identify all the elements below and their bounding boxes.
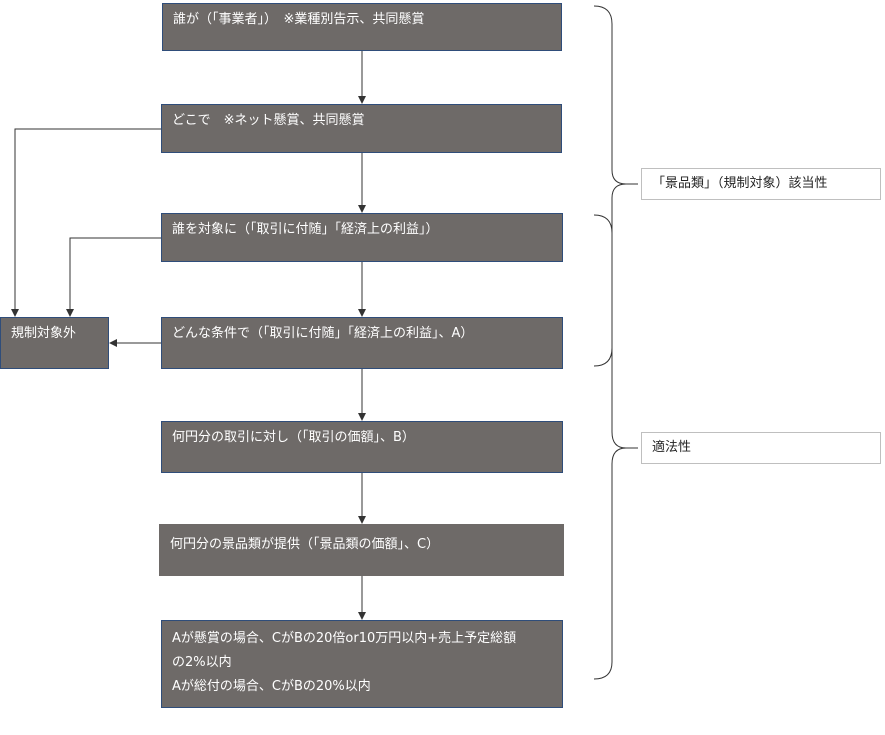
bracket-top [593,5,638,367]
flow-step-limits: Aが懸賞の場合、CがBの20倍or10万円以内+売上予定総額 の2%以内 Aが総… [161,620,563,708]
arrow-step2-to-excluded [11,128,161,317]
flow-step-target-text: 誰を対象に（「取引に付随」「経済上の利益」） [172,222,439,237]
bracket-bottom [593,214,638,680]
flow-step-target: 誰を対象に（「取引に付随」「経済上の利益」） [161,213,563,262]
flow-step-transaction-price-text: 何円分の取引に対し（「取引の価額」、B） [172,430,415,445]
excluded-box-text: 規制対象外 [11,326,77,341]
flow-step-premium-value-text: 何円分の景品類が提供（「景品類の価額」、C） [170,537,440,552]
flow-step-where: どこで ※ネット懸賞、共同懸賞 [161,104,562,153]
flow-step-condition-text: どんな条件で（「取引に付随」「経済上の利益」、A） [172,326,474,341]
flow-step-limits-line1: Aが懸賞の場合、CがBの20倍or10万円以内+売上予定総額 [172,631,517,646]
flow-step-who-text: 誰が（「事業者」） ※業種別告示、共同懸賞 [173,12,425,27]
flow-step-where-text: どこで ※ネット懸賞、共同懸賞 [172,113,365,128]
flow-step-limits-line2: の2%以内 [172,655,232,670]
bracket-label-legality: 適法性 [641,432,881,464]
bracket-label-premium-applicability-text: 「景品類」（規制対象）該当性 [652,176,828,191]
bracket-label-legality-text: 適法性 [652,440,692,455]
arrow-step3-to-excluded [66,237,161,317]
flow-step-premium-value: 何円分の景品類が提供（「景品類の価額」、C） [159,524,564,576]
flow-step-transaction-price: 何円分の取引に対し（「取引の価額」、B） [161,421,563,473]
excluded-box: 規制対象外 [0,317,109,369]
flow-step-limits-line3: Aが総付の場合、CがBの20%以内 [172,679,371,694]
bracket-label-premium-applicability: 「景品類」（規制対象）該当性 [641,168,881,200]
flow-step-who: 誰が（「事業者」） ※業種別告示、共同懸賞 [162,3,562,51]
flow-step-condition: どんな条件で（「取引に付随」「経済上の利益」、A） [161,317,563,369]
